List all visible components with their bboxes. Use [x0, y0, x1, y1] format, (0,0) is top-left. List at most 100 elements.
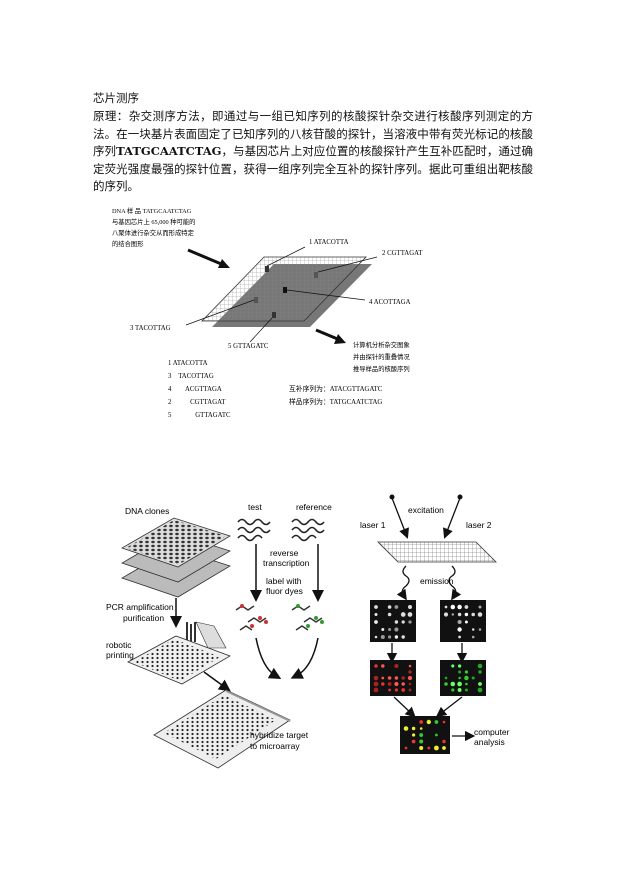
sequence-bold: TATGCAATCTAG [116, 144, 222, 159]
laser-1-beam [391, 497, 409, 539]
alignment-5: 5 GTTAGATC [168, 412, 231, 419]
probe-spot-4 [283, 287, 287, 293]
pcr-label-1: PCR amplification [106, 602, 174, 612]
scan-spot [419, 745, 424, 751]
alignment-4: 4 ACGTTAGA [168, 386, 222, 393]
scan-spot [408, 605, 412, 609]
computer-note: 计算机分析杂交图象 并由探针的重叠情况 推导样品的核酸序列 [353, 340, 410, 373]
scan-spot [374, 620, 378, 624]
scan-spot [471, 612, 475, 617]
paragraph-part-2: ，与基因芯片上对应位置的核酸探针产生互补匹配时，通过确定荧光强度最强的探针位置，… [93, 144, 534, 194]
fluor-dots [240, 604, 324, 628]
scan-spot [457, 604, 462, 610]
probe-spot-2 [314, 272, 318, 278]
fluor-label-2: fluor dyes [266, 586, 303, 596]
scan-spot [394, 605, 399, 609]
scan-spot [394, 620, 399, 624]
reverse-label-2: transcription [263, 558, 310, 568]
scan-spot [471, 676, 475, 680]
scan-spot [442, 739, 446, 744]
computer-note-line-2: 并由探针的重叠情况 [353, 352, 410, 361]
scan-spot [404, 746, 408, 750]
laser-1-label: laser 1 [360, 520, 386, 530]
arrow-out-head [334, 334, 346, 344]
scan-spot [373, 687, 379, 693]
scan-spot [387, 676, 392, 680]
scan-spot [374, 635, 378, 639]
scan-spot [458, 676, 461, 680]
scan-spot [419, 727, 423, 730]
probe-labels: 1 ATACOTTA 2 CGTTAGAT 4 ACOTTAGA 3 TACOT… [130, 239, 423, 350]
scan-spot [381, 664, 385, 668]
scan-spots [373, 604, 483, 751]
computer-label-1: computer [474, 727, 510, 737]
scan-spot [427, 746, 431, 750]
dna-clones-label: DNA clones [125, 506, 169, 516]
scan-spot [401, 676, 405, 680]
scan-spot [458, 635, 461, 639]
scan-spot [401, 682, 405, 686]
scan-spot [374, 664, 378, 668]
scan-spot [407, 612, 413, 617]
scan-spot [403, 726, 409, 731]
alignment-1: 1 ATACOTTA [168, 360, 208, 367]
scan-spot [411, 726, 416, 731]
scan-spot [434, 745, 439, 751]
scan-spot [411, 733, 416, 737]
scan-spot [394, 663, 399, 669]
scan-spot [394, 688, 398, 692]
scan-spot [451, 664, 455, 668]
scan-spot [381, 682, 385, 686]
scan-spot [401, 620, 405, 624]
laser-2-beam [443, 497, 461, 539]
scan-spot [478, 682, 482, 686]
scan-spot [457, 612, 462, 617]
scan-spot [477, 612, 483, 617]
scan-spot [373, 675, 379, 681]
print-pins [186, 621, 227, 649]
test-label: test [248, 502, 262, 512]
arrow-in-head [218, 259, 230, 268]
scan-spot [408, 670, 412, 674]
section-heading: 芯片测序 [93, 91, 139, 105]
hybridize-label-1: hybridize target [250, 730, 309, 740]
scan-spot [394, 635, 399, 639]
probe-label-3: 3 TACOTTAG [130, 325, 171, 332]
scan-spot [444, 676, 448, 680]
emission-label: emission [420, 576, 454, 586]
reverse-label-1: reverse [270, 548, 299, 558]
fluor-label-1: label with [266, 576, 302, 586]
scan-spot [380, 634, 385, 640]
scan-spot [407, 675, 413, 681]
scan-spot [401, 635, 405, 639]
scan-panel-merged [400, 716, 450, 754]
probe-label-1: 1 ATACOTTA [309, 239, 349, 246]
scan-spot [477, 687, 483, 693]
probe-spot-3 [254, 297, 258, 303]
scan-spot [471, 628, 475, 631]
dna-note-line-4: 的结合图形 [112, 239, 144, 248]
complement-sequence: 互补序列为：ATACGTTAGATC [289, 384, 383, 393]
computer-note-line-1: 计算机分析杂交图象 [353, 340, 410, 349]
scanned-slide [377, 541, 497, 563]
clone-plates [121, 517, 231, 598]
alignment-3: 3 TACOTTAG [168, 373, 214, 380]
dna-note-line-3: 八聚体进行杂交从而形成特定 [112, 228, 195, 237]
scan-spot [394, 681, 399, 687]
scan-panel-top-right [440, 600, 486, 642]
excitation-label: excitation [408, 505, 444, 515]
probe-label-4: 4 ACOTTAGA [369, 299, 411, 306]
scan-spot [394, 627, 399, 632]
dna-note-line-1: DNA 样 品 TATGCAATCTAG [112, 206, 192, 215]
robotic-label-2: printing [106, 650, 134, 660]
scan-spot [457, 627, 462, 632]
scan-spot [451, 613, 455, 616]
scan-spot [387, 612, 392, 617]
scan-spot [400, 612, 406, 617]
pcr-label-2: purification [123, 613, 164, 623]
scan-spot [387, 605, 392, 609]
scan-spot [450, 604, 456, 610]
scan-spot [426, 719, 431, 725]
scan-spot [373, 681, 379, 687]
scan-spot [442, 746, 446, 750]
